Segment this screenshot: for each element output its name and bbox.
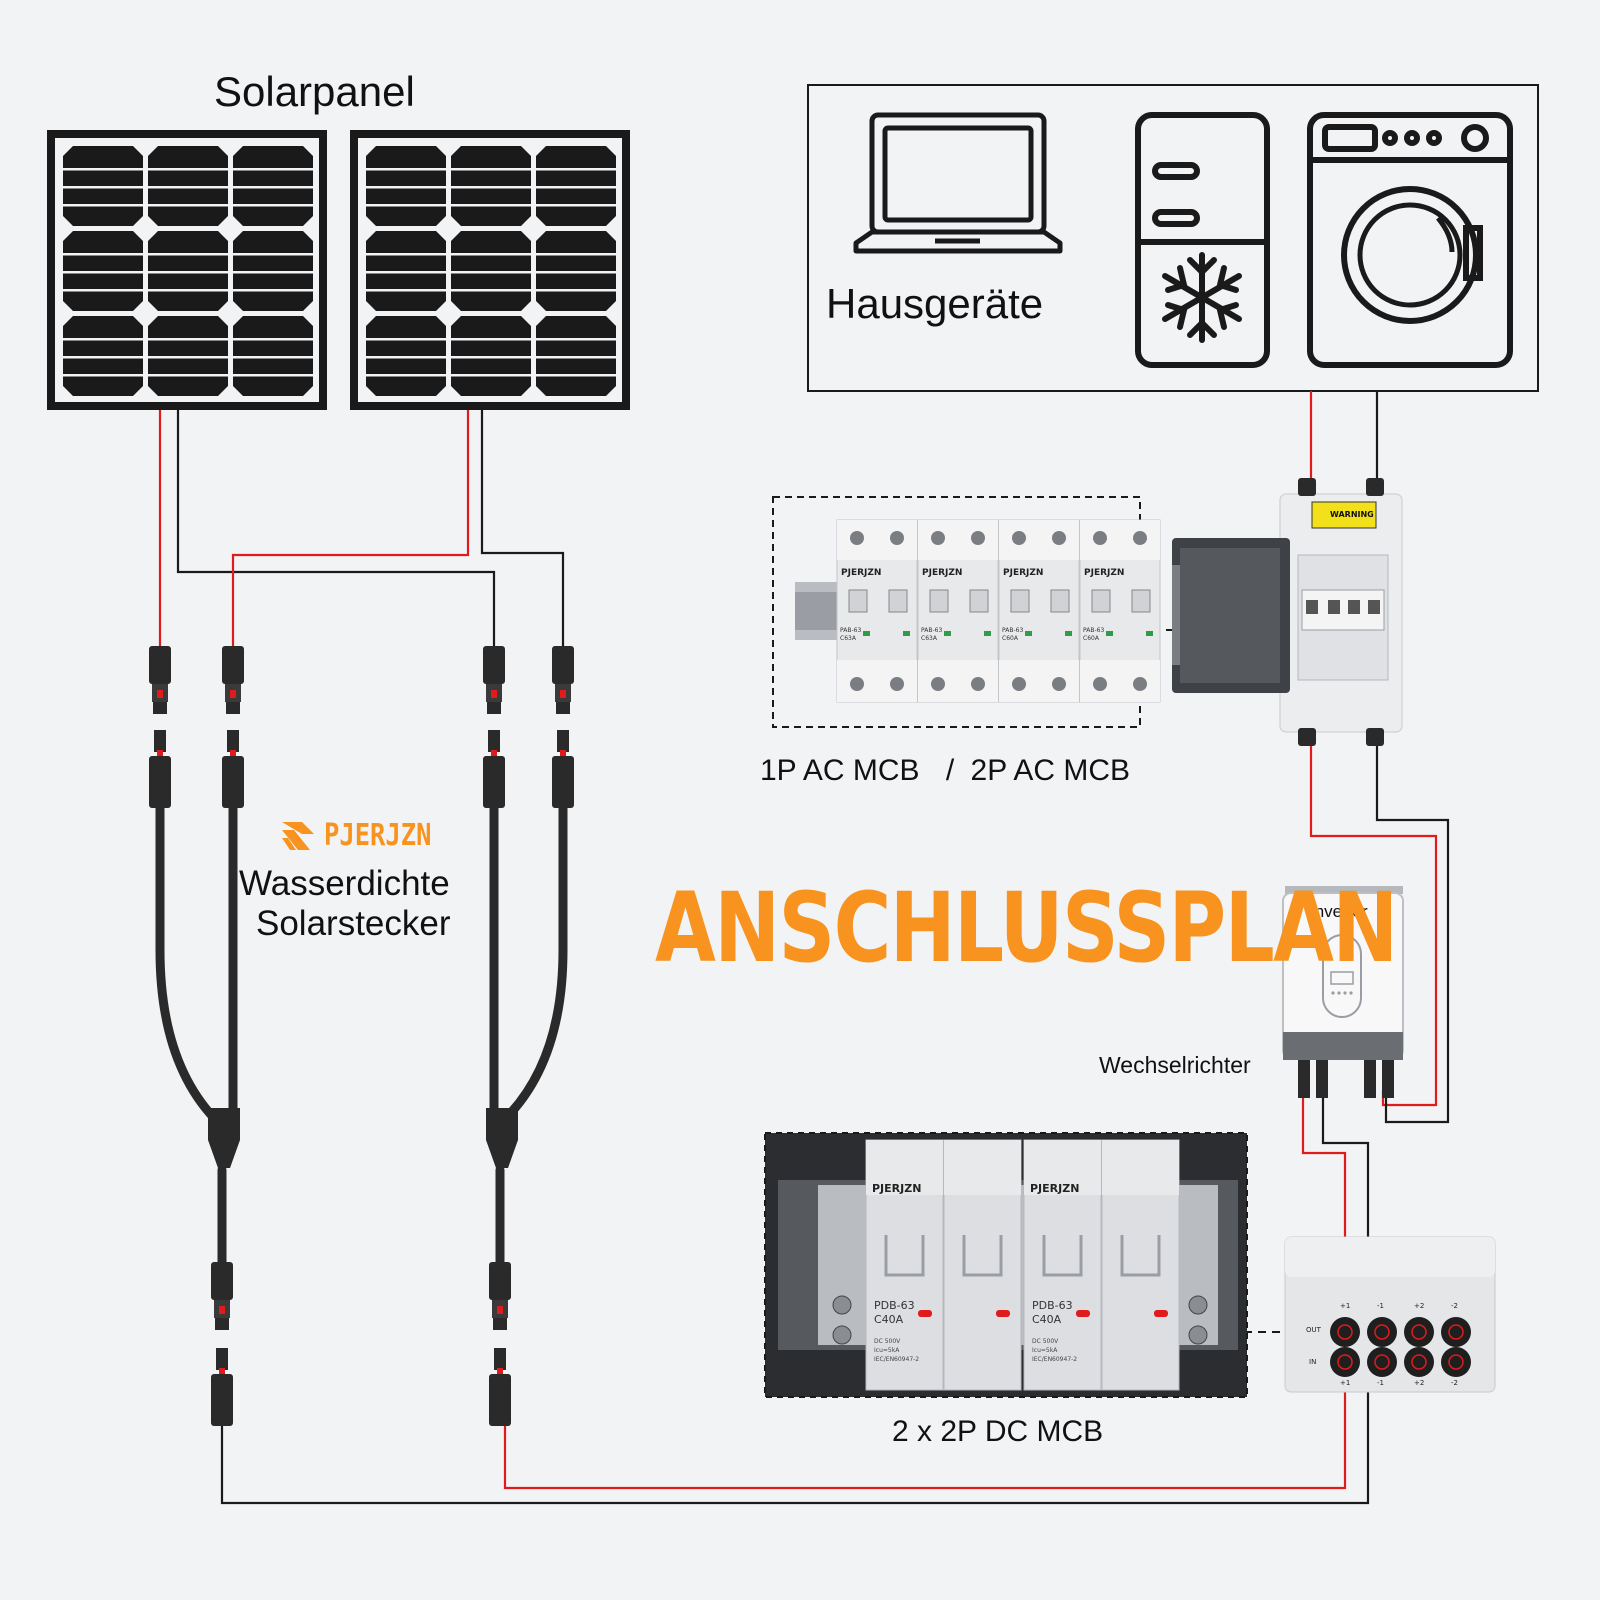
dc-breaker-spec: Icu=5kA (874, 1347, 900, 1354)
cable-gland (1441, 1347, 1471, 1377)
dc-breaker-spec: Icu=5kA (1032, 1347, 1058, 1354)
dc-breaker-spec: DC 500V (874, 1338, 901, 1345)
mc4-connector-female (489, 1262, 511, 1330)
brand-name: PJERJZN (324, 818, 432, 853)
ac-breaker-rating: C60A (1083, 635, 1100, 642)
mc4-connector-female (483, 646, 505, 714)
dc-breaker-rating: C40A (1032, 1313, 1062, 1326)
mc4-connector-male (483, 730, 505, 808)
ac-breaker-model: PAB-63 (1002, 627, 1023, 634)
y-branch-cable-left (155, 795, 238, 1275)
dc-breaker-model: PDB-63 (1032, 1299, 1073, 1312)
fridge-icon (1135, 112, 1270, 368)
laptop-icon (853, 112, 1063, 254)
combiner-terminal-label: +2 (1414, 1302, 1424, 1310)
dc-breaker-spec: IEC/EN60947-2 (874, 1356, 919, 1363)
connectors-label-line2: Solarstecker (256, 904, 451, 943)
mc4-connector-male (222, 730, 244, 808)
ac-mcb-separator: / (945, 754, 955, 787)
cable-gland (1367, 1347, 1397, 1377)
combiner-terminal-label: +2 (1414, 1379, 1424, 1387)
ac-breaker-brand: PJERJZN (1003, 568, 1043, 578)
warning-label: WARNING (1330, 510, 1374, 519)
ac-mcb-2p-label: 2P AC MCB (970, 754, 1131, 787)
washing-machine-icon (1307, 112, 1513, 368)
dc-breaker-rating: C40A (874, 1313, 904, 1326)
appliances-label: Hausgeräte (826, 280, 1044, 327)
brand-logo-icon (282, 822, 314, 850)
ac-distribution-box (1172, 478, 1403, 746)
ac-breaker-rating: C63A (921, 635, 938, 642)
mc4-connector-male (149, 730, 171, 808)
combiner-terminal-label: +1 (1340, 1379, 1350, 1387)
ac-mcb-label: 1P AC MCB / 2P AC MCB (760, 754, 1130, 788)
solar-panel-right (350, 130, 630, 410)
solar-panel-left (47, 130, 327, 410)
y-junction-right (486, 1108, 518, 1168)
combiner-in-label: IN (1309, 1358, 1316, 1366)
inverter-device (1282, 886, 1404, 1098)
y-junction-left (208, 1108, 240, 1168)
dc-breaker-spec: DC 500V (1032, 1338, 1059, 1345)
combiner-terminal-label: -2 (1451, 1302, 1458, 1310)
combiner-terminal-label: -1 (1377, 1379, 1384, 1387)
ac-breaker-brand: PJERJZN (841, 568, 881, 578)
appliance-box (807, 84, 1539, 392)
ac-breaker-model: PAB-63 (1083, 627, 1104, 634)
cable-gland (1404, 1317, 1434, 1347)
combiner-terminal-label: -1 (1377, 1302, 1384, 1310)
ac-breaker-model: PAB-63 (921, 627, 942, 634)
connectors-label-line1: Wasserdichte (239, 864, 450, 903)
mc4-connector-female (211, 1262, 233, 1330)
solar-panel-label: Solarpanel (214, 68, 415, 115)
mc4-connector-male (489, 1348, 511, 1426)
mc4-connector-male (211, 1348, 233, 1426)
cable-gland (1330, 1347, 1360, 1377)
dc-breaker-brand: PJERJZN (1030, 1182, 1079, 1195)
ac-breaker-rating: C60A (1002, 635, 1019, 642)
diagram-title: ANSCHLUSSPLAN (655, 872, 1398, 984)
cable-gland (1367, 1317, 1397, 1347)
dc-breaker-model: PDB-63 (874, 1299, 915, 1312)
cable-gland (1441, 1317, 1471, 1347)
combiner-terminal-label: -2 (1451, 1379, 1458, 1387)
mc4-connector-male (552, 730, 574, 808)
dc-mcb-label: 2 x 2P DC MCB (892, 1415, 1104, 1448)
ac-breaker-model: PAB-63 (840, 627, 861, 634)
y-branch-cable-right (489, 795, 568, 1275)
combiner-out-label: OUT (1306, 1326, 1322, 1334)
inverter-label: Wechselrichter (1099, 1052, 1251, 1078)
mc4-connector-female (149, 646, 171, 714)
cable-gland (1404, 1347, 1434, 1377)
mc4-connector-female (222, 646, 244, 714)
inverter-title: Inverter (1310, 902, 1368, 921)
ac-breaker-brand: PJERJZN (1084, 568, 1124, 578)
mc4-connector-female (552, 646, 574, 714)
dc-breaker-spec: IEC/EN60947-2 (1032, 1356, 1077, 1363)
dc-combiner-box: OUT IN +1 +1 -1 -1 +2 +2 -2 -2 (1284, 1236, 1496, 1393)
cable-gland (1330, 1317, 1360, 1347)
ac-mcb-1p-label: 1P AC MCB (760, 754, 920, 787)
combiner-terminal-label: +1 (1340, 1302, 1350, 1310)
dc-breaker-brand: PJERJZN (872, 1182, 921, 1195)
ac-breaker-rating: C63A (840, 635, 857, 642)
ac-breaker-brand: PJERJZN (922, 568, 962, 578)
